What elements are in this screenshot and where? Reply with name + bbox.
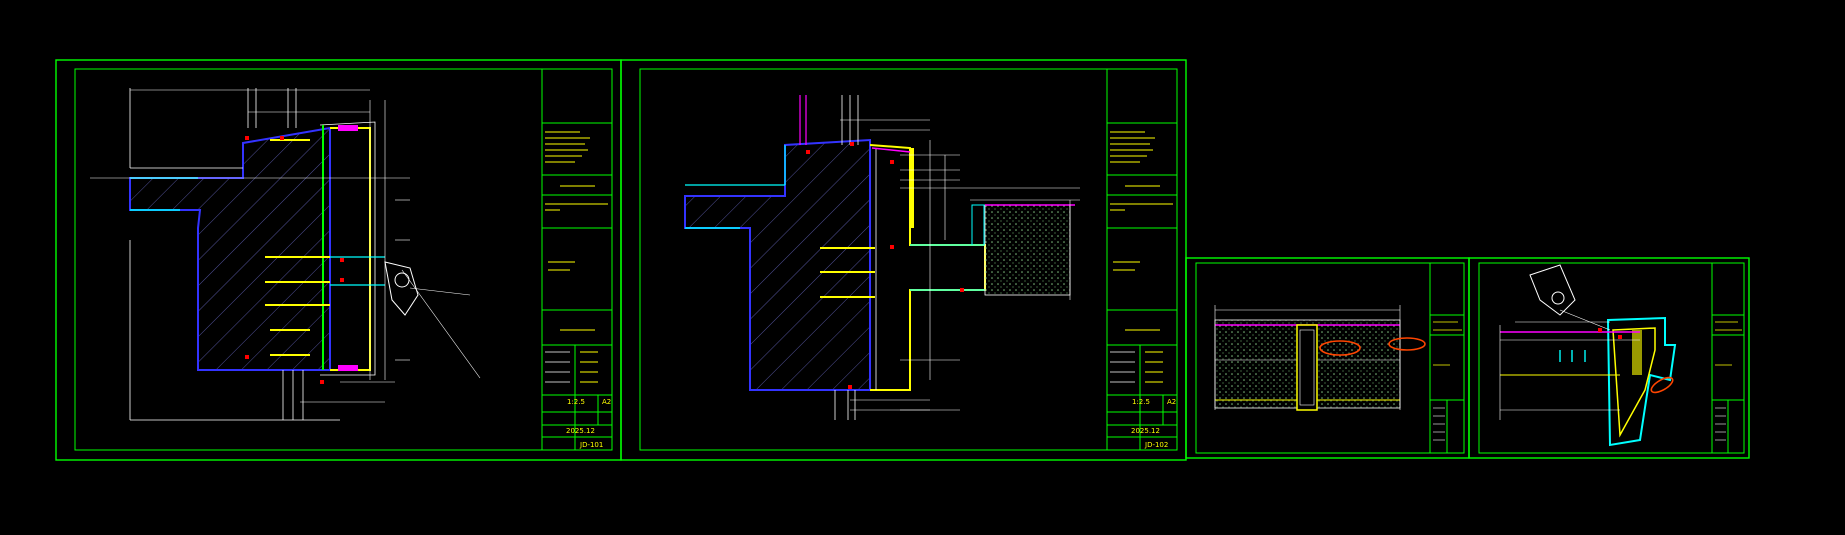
sheet-1-scale: 1:2.5 [567, 398, 585, 406]
sheet-1-title-block: 1:2.5 A2 2025.12 JD-101 [541, 69, 612, 450]
sheet-2-version: A2 [1167, 398, 1176, 406]
sheet-2-scale: 1:2.5 [1132, 398, 1150, 406]
sheet-4-title-block [1711, 263, 1744, 453]
sheet-1-version: A2 [602, 398, 611, 406]
sheet-2[interactable]: 1:2.5 A2 2025.12 JD-102 [620, 59, 1187, 461]
sheet-2-title-block: 1:2.5 A2 2025.12 JD-102 [1106, 69, 1177, 450]
sheet-1[interactable]: 1:2.5 A2 2025.12 JD-101 [55, 59, 622, 461]
sheet-2-cladding-panel [869, 144, 986, 391]
sheet-2-dimensions [840, 119, 1080, 411]
sheet-1-bracket-fitting [384, 261, 481, 379]
sheet-4-markers [1598, 328, 1622, 339]
sheet-1-markers [245, 136, 344, 384]
sheet-4-markup-cloud [1650, 376, 1674, 394]
sheet-3-title-block [1429, 263, 1464, 453]
sheet-2-inner-frame [639, 68, 1178, 451]
sheet-4-outer-frame [1468, 257, 1750, 459]
sheet-2-drawing-no: JD-102 [1144, 441, 1168, 449]
sheet-2-concrete-section [684, 138, 871, 391]
sheet-2-insulation-panel [970, 199, 1080, 300]
sheet-1-upper-mullion [129, 88, 297, 169]
sheet-4-detail-section [1499, 264, 1677, 447]
sheet-1-anchor-bolts [265, 139, 330, 356]
sheet-4[interactable] [1468, 257, 1750, 459]
sheet-2-date: 2025.12 [1131, 427, 1160, 435]
sheet-3-inner-frame [1195, 262, 1465, 454]
sheet-2-anchor-bolts [820, 247, 875, 298]
sheet-4-inner-frame [1478, 262, 1745, 454]
sheet-1-dimensions [90, 89, 410, 403]
sheet-1-lower-mullion [129, 240, 340, 421]
sheet-1-concrete-section [129, 126, 331, 371]
sheet-2-lower-mullion [834, 390, 856, 420]
sheet-2-markers [806, 142, 964, 389]
sheet-3-markup-clouds [1319, 337, 1426, 356]
sheet-1-drawing-no: JD-101 [579, 441, 603, 449]
sheet-1-outer-frame [55, 59, 622, 461]
sheet-3-floor-section [1214, 305, 1401, 411]
sheet-3[interactable] [1185, 257, 1470, 459]
sheet-1-date: 2025.12 [566, 427, 595, 435]
sheet-1-inner-frame [74, 68, 613, 451]
